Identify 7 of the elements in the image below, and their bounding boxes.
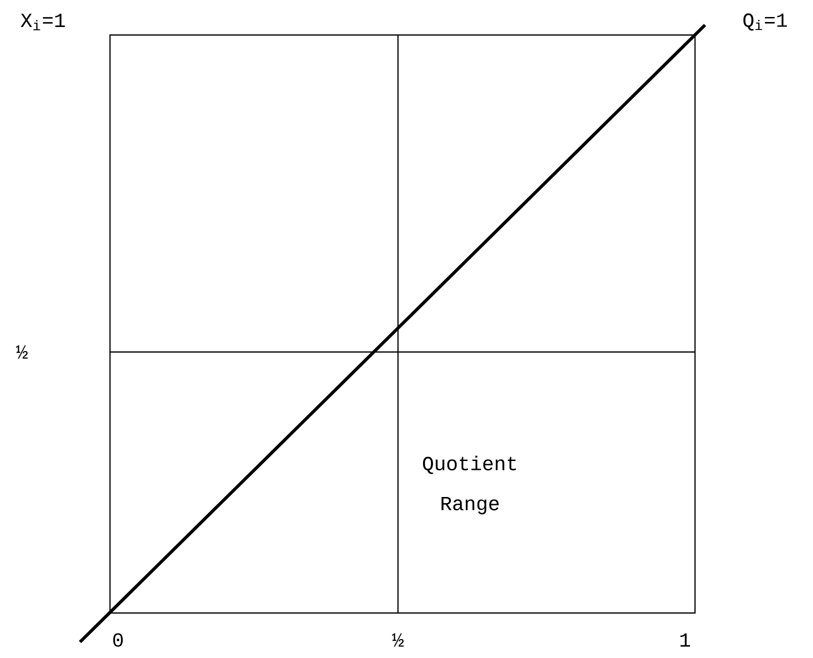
tick-label: ½	[16, 345, 28, 359]
tick-label: 1	[680, 633, 690, 647]
axis-label: X$_{i}$=1	[20, 14, 65, 30]
tick-label: ½	[392, 633, 404, 647]
tick-label: 0	[113, 633, 123, 647]
axis-label: Q$_{i}$=1	[743, 13, 787, 31]
region-label: Quotient Range	[423, 456, 516, 514]
